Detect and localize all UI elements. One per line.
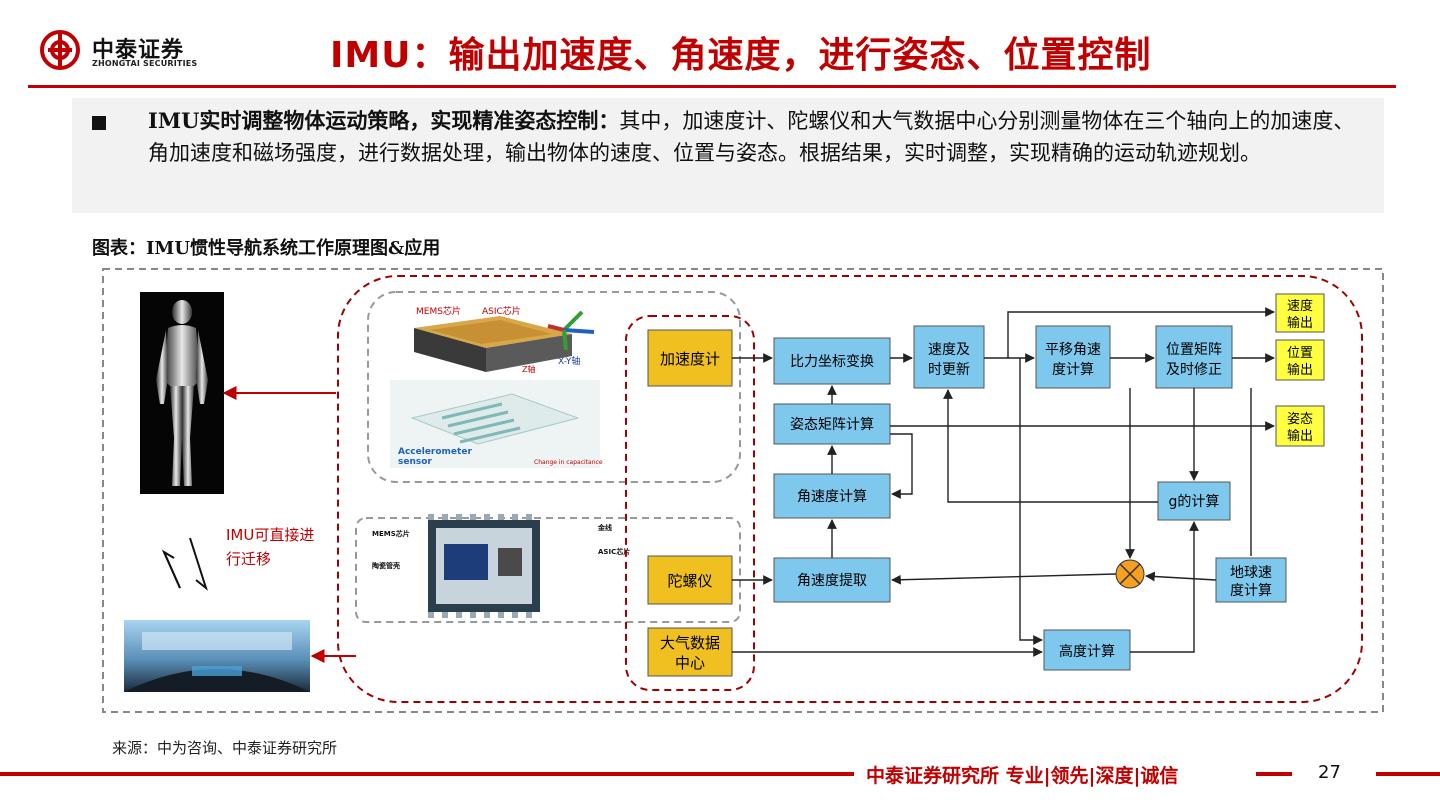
company-logo: 中泰证券 ZHONGTAI SECURITIES: [40, 30, 220, 74]
svg-text:角速度计算: 角速度计算: [797, 489, 867, 505]
autonomous-car-image: [124, 620, 310, 692]
altitude-calc-block: 高度计算: [1043, 629, 1131, 671]
imu-package-image: MEMS芯片 陶瓷管壳 金线 ASIC芯片: [372, 514, 630, 618]
gyroscope-block: 陀螺仪: [647, 555, 733, 605]
position-matrix-block: 位置矩阵 及时修正: [1155, 325, 1233, 389]
page-title: IMU：输出加速度、角速度，进行姿态、位置控制: [330, 35, 1152, 76]
chip1-asic-label: ASIC芯片: [482, 305, 521, 317]
angular-velocity-extract-block: 角速度提取: [773, 557, 891, 603]
logo-text-en: ZHONGTAI SECURITIES: [92, 59, 198, 68]
summary-text: IMU实时调整物体运动策略，实现精准姿态控制：其中，加速度计、陀螺仪和大气数据中…: [148, 105, 1370, 169]
svg-text:比力坐标变换: 比力坐标变换: [790, 353, 874, 370]
zhongtai-logo-icon: [40, 30, 80, 70]
multiplier-icon: [1115, 559, 1145, 589]
figure-caption: 图表：IMU惯性导航系统工作原理图&应用: [92, 238, 441, 259]
svg-text:陀螺仪: 陀螺仪: [667, 572, 712, 590]
accelerometer-block: 加速度计: [647, 329, 733, 387]
svg-text:中心: 中心: [675, 654, 705, 672]
svg-text:姿态: 姿态: [1287, 411, 1313, 427]
svg-text:速度及: 速度及: [928, 342, 970, 358]
svg-text:加速度计: 加速度计: [660, 350, 720, 368]
svg-text:输出: 输出: [1287, 315, 1313, 331]
svg-text:平移角速: 平移角速: [1045, 342, 1101, 358]
specific-force-transform-block: 比力坐标变换: [773, 337, 891, 385]
svg-text:输出: 输出: [1287, 428, 1313, 444]
summary-box: [72, 98, 1384, 213]
accelerometer-sensor-image: Accelerometer sensor Change in capacitan…: [390, 380, 603, 468]
bullet-square-icon: [92, 116, 106, 130]
svg-text:位置矩阵: 位置矩阵: [1166, 342, 1222, 358]
accelerometer-sensor-label-1: Accelerometer: [398, 447, 472, 457]
chip2-ceramic-label: 陶瓷管壳: [372, 561, 400, 570]
mems-accelerometer-image: MEMS芯片 ASIC芯片 Z轴 X-Y轴: [390, 304, 600, 378]
footer-rule-right: [1376, 772, 1440, 776]
velocity-update-block: 速度及 时更新: [913, 325, 985, 389]
capacitance-label: Change in capacitance: [534, 459, 603, 466]
air-data-block: 大气数据 中心: [647, 627, 733, 677]
footer-rule-middle: [1256, 772, 1292, 776]
migration-arrows-icon: [161, 537, 208, 591]
attitude-output-block: 姿态 输出: [1275, 405, 1325, 447]
svg-text:角速度提取: 角速度提取: [797, 573, 867, 589]
chip-panel-1-outline: [367, 291, 741, 483]
imu-figure: IMU可直接进 行迁移 MEMS芯片 ASIC芯片 Z轴 X-Y轴 Accele…: [102, 268, 1384, 713]
svg-text:地球速: 地球速: [1230, 565, 1272, 581]
chip1-z-axis-label: Z轴: [522, 364, 535, 374]
summary-lead: IMU实时调整物体运动策略，实现精准姿态控制：: [148, 108, 620, 133]
chip-panel-2-outline: [355, 517, 741, 623]
svg-text:位置: 位置: [1287, 346, 1313, 361]
footer-slogan: 中泰证券研究所 专业|领先|深度|诚信: [866, 765, 1179, 787]
xyz-axis-icon: [547, 310, 595, 351]
velocity-output-block: 速度 输出: [1275, 293, 1325, 333]
humanoid-robot-image: [140, 292, 224, 494]
earth-rate-block: 地球速 度计算: [1215, 557, 1287, 603]
summary-body: 其中，加速度计、陀螺仪和大气数据中心分别测量物体在三个轴向上的加速度、角加速度和…: [148, 109, 1355, 165]
svg-text:度计算: 度计算: [1230, 583, 1272, 599]
chip2-asic-label: ASIC芯片: [598, 547, 630, 556]
chip1-xy-axis-label: X-Y轴: [558, 355, 580, 367]
angular-velocity-calc-block: 角速度计算: [773, 473, 891, 519]
svg-text:大气数据: 大气数据: [660, 634, 720, 652]
logo-text-cn: 中泰证券: [92, 38, 185, 63]
chip2-mems-label: MEMS芯片: [372, 529, 410, 538]
page-number: 27: [1318, 762, 1341, 783]
flow-connectors: [732, 307, 1275, 657]
accelerometer-sensor-label-2: sensor: [398, 457, 432, 467]
migration-label-line2: 行迁移: [226, 550, 271, 568]
imu-region-outline: [337, 275, 1363, 703]
attitude-matrix-block: 姿态矩阵计算: [773, 403, 891, 445]
migration-label-line1: IMU可直接进: [226, 526, 314, 544]
svg-text:输出: 输出: [1287, 362, 1313, 378]
chip2-gold-wire-label: 金线: [597, 523, 612, 532]
figure-frame: [102, 268, 1384, 713]
svg-text:姿态矩阵计算: 姿态矩阵计算: [790, 417, 874, 433]
footer-rule-left: [0, 772, 854, 776]
source-note: 来源：中为咨询、中泰证券研究所: [112, 739, 338, 757]
header-divider: [28, 85, 1396, 88]
translation-rate-block: 平移角速 度计算: [1035, 325, 1111, 389]
sensor-column-outline: [625, 315, 755, 691]
chip1-mems-label: MEMS芯片: [416, 305, 461, 317]
position-output-block: 位置 输出: [1275, 339, 1325, 381]
svg-text:度计算: 度计算: [1052, 362, 1094, 378]
svg-text:速度: 速度: [1287, 298, 1313, 314]
gravity-calc-block: g的计算: [1157, 481, 1231, 521]
svg-text:高度计算: 高度计算: [1059, 643, 1115, 660]
svg-text:及时修正: 及时修正: [1166, 362, 1222, 378]
svg-text:时更新: 时更新: [928, 362, 970, 378]
svg-text:g的计算: g的计算: [1169, 494, 1220, 510]
